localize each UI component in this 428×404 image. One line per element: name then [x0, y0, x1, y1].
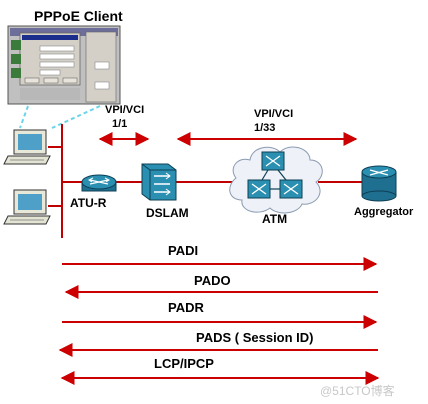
callout-line-left	[19, 105, 29, 129]
atm-cloud	[229, 146, 323, 214]
pc-icon	[3, 189, 51, 225]
watermark: @51CTO博客	[320, 384, 395, 398]
vpi-vci-left-value: 1/1	[112, 118, 128, 130]
aggregator-router-icon	[361, 165, 397, 202]
pado-label: PADO	[194, 273, 231, 288]
callout-line-right	[51, 105, 101, 129]
atu-r-router-icon	[81, 174, 117, 192]
aggregator-label: Aggregator	[354, 206, 414, 218]
padr-label: PADR	[168, 300, 204, 315]
atm-label: ATM	[262, 212, 288, 226]
vpi-vci-right-value: 1/33	[254, 122, 276, 134]
vpi-vci-right-label: VPI/VCI	[254, 108, 294, 120]
vpi-vci-left-label: VPI/VCI	[105, 104, 145, 116]
dslam-icon	[141, 163, 177, 201]
dslam-label: DSLAM	[146, 206, 189, 220]
lcp-ipcp-label: LCP/IPCP	[154, 356, 214, 371]
padi-label: PADI	[168, 243, 199, 258]
pppoe-client-title: PPPoE Client	[34, 8, 123, 24]
atu-r-label: ATU-R	[70, 196, 107, 210]
pads-label: PADS ( Session ID)	[196, 330, 314, 345]
pc-icon	[3, 129, 51, 165]
pppoe-client-dialog	[7, 25, 121, 105]
